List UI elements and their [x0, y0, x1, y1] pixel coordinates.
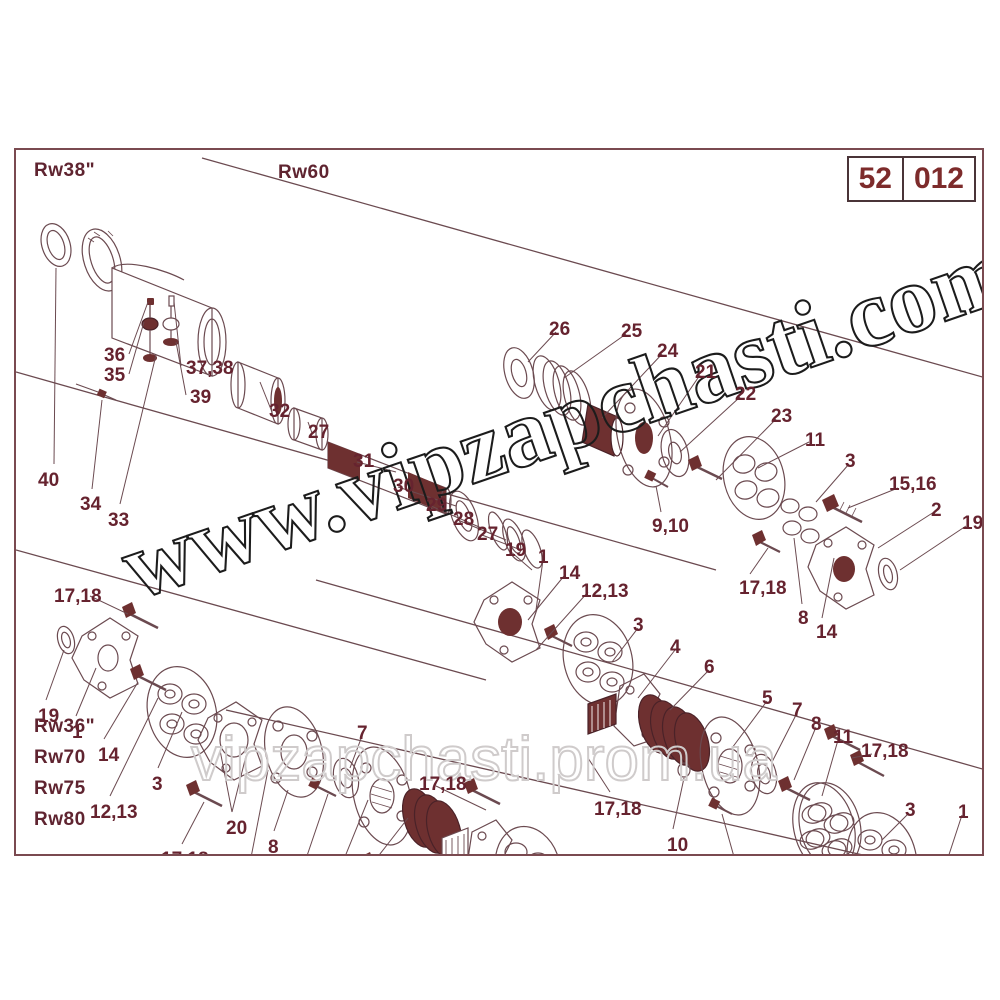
- callout-leader-lines: [45, 267, 967, 854]
- assembly-housing: [40, 223, 543, 569]
- callout-number: 26: [549, 319, 571, 340]
- callout-number: 23: [771, 406, 793, 427]
- callout-number: 14: [559, 563, 581, 584]
- callout-number: 28: [453, 509, 475, 530]
- callout-number: 8: [268, 837, 279, 856]
- callout-number: 9,10: [652, 516, 689, 537]
- callout-number: 8: [798, 608, 809, 629]
- callout-number: 17,18: [739, 578, 787, 599]
- drawing-code-left: 52: [849, 158, 904, 200]
- group-label-rw70: Rw70: [34, 747, 86, 768]
- callout-number: 24: [657, 341, 679, 362]
- callout-number: 22: [735, 384, 757, 405]
- callout-number: 40: [38, 470, 60, 491]
- callout-number: 3: [633, 615, 644, 636]
- exploded-parts-illustration: [16, 157, 982, 854]
- callout-number: 2: [931, 500, 942, 521]
- callout-number: 17,18: [861, 741, 909, 762]
- callout-number: 3: [905, 800, 916, 821]
- callout-number: 11: [805, 430, 826, 451]
- callout-number: 3: [152, 774, 163, 795]
- drawing-code-right: 012: [913, 162, 964, 195]
- callout-number: 27: [477, 524, 499, 545]
- callout-number: 8: [811, 714, 822, 735]
- assembly-boot-flange: [503, 347, 899, 610]
- callout-number: 1: [958, 802, 969, 823]
- callout-number: 10: [667, 835, 689, 856]
- callout-number: 27: [308, 422, 330, 443]
- callout-number: 36: [104, 345, 126, 366]
- band-divider-lines: [16, 157, 982, 854]
- callout-number: 6: [704, 657, 715, 678]
- callout-number: 7: [357, 723, 368, 744]
- callout-number: 15,16: [889, 474, 937, 495]
- assembly-lower-right: [792, 724, 918, 854]
- callout-number: 29: [426, 495, 448, 516]
- callout-number: 12,13: [90, 802, 138, 823]
- group-label-rw80: Rw80: [34, 809, 86, 830]
- assembly-lower-left: [56, 602, 562, 854]
- callout-number: 25: [621, 321, 643, 342]
- group-label-rw38: Rw38": [34, 160, 96, 181]
- callout-number: 7: [792, 700, 803, 721]
- callout-number: 17,18: [161, 850, 209, 854]
- callout-number: 19: [38, 706, 60, 727]
- callout-number: 33: [108, 510, 130, 531]
- callout-number: 19: [962, 513, 984, 534]
- callout-number: 12,13: [581, 581, 629, 602]
- callout-number: 3: [845, 451, 856, 472]
- callout-number: 37,38: [186, 358, 234, 379]
- drawing-frame: www.vipzapchasti.com vipzapchasti.prom.u…: [14, 148, 984, 856]
- callout-number: 14: [98, 745, 120, 766]
- assembly-mid-joint: [473, 581, 885, 854]
- callout-number: 31: [353, 451, 375, 472]
- drawing-code-box: 52 012: [846, 156, 976, 202]
- callout-number: 5: [762, 688, 773, 709]
- callout-number: 17,18: [594, 799, 642, 820]
- callout-number: 17,18: [419, 774, 467, 795]
- callout-number: 14: [816, 622, 838, 643]
- callout-number: 19: [505, 540, 527, 561]
- group-label-rw75: Rw75: [34, 778, 86, 799]
- callout-number: 1: [72, 722, 83, 743]
- callout-number: 21: [695, 362, 717, 383]
- callout-number: 32: [269, 401, 291, 422]
- callout-number: 11: [833, 727, 854, 748]
- callout-number: 30: [393, 476, 415, 497]
- callout-number: 35: [104, 365, 126, 386]
- callout-number: 39: [190, 387, 212, 408]
- callout-number: 34: [80, 494, 102, 515]
- group-label-rw60: Rw60: [278, 162, 330, 183]
- callout-number: 17,18: [54, 586, 102, 607]
- callout-number: 4: [670, 637, 681, 658]
- group-label-rw36: Rw36": [34, 716, 96, 737]
- callout-number: 1: [538, 547, 549, 568]
- callout-number: 20: [226, 818, 248, 839]
